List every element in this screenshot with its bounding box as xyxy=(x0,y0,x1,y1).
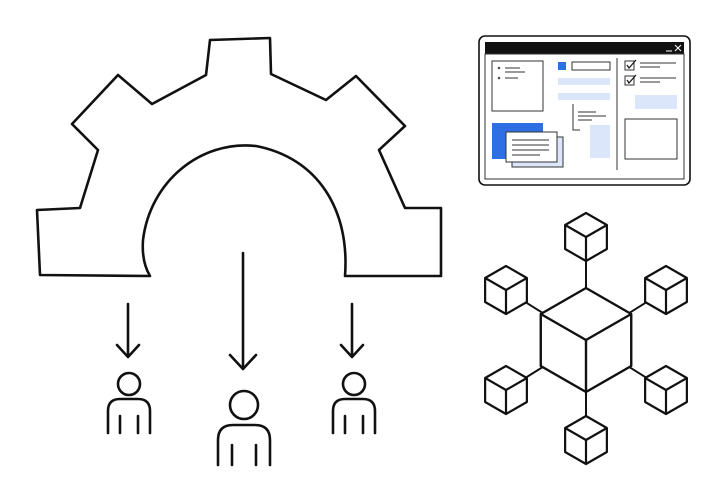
arrow-down-icon xyxy=(115,302,141,359)
small-cube-icon xyxy=(484,264,528,316)
small-cube-icon xyxy=(564,414,608,466)
app-window-icon xyxy=(478,35,691,186)
small-cube-icon xyxy=(564,211,608,263)
small-cube-icon xyxy=(644,364,688,416)
person-icon xyxy=(216,389,272,467)
person-icon xyxy=(331,371,377,435)
small-cube-icon xyxy=(484,364,528,416)
small-cube-icon xyxy=(644,264,688,316)
checkbox-icon xyxy=(624,59,637,71)
checkbox-icon xyxy=(624,74,637,86)
gear-icon xyxy=(35,36,443,278)
person-icon xyxy=(106,371,152,435)
central-cube-icon xyxy=(539,286,633,394)
cube-network-icon xyxy=(484,211,688,466)
arrow-down-icon xyxy=(228,251,258,371)
arrow-down-icon xyxy=(339,302,365,359)
